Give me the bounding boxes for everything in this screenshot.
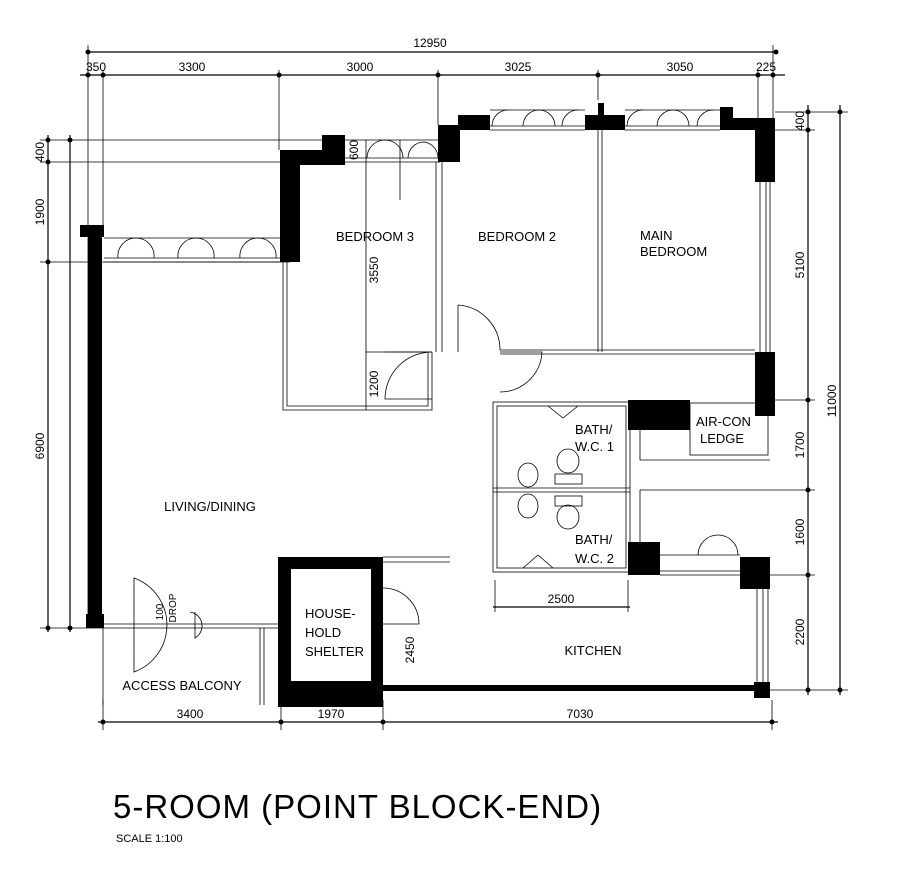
walls [80,103,775,707]
dim-right: 2200 [793,618,807,645]
room-household-shelter: HOLD [305,625,341,640]
dim-right: 400 [793,111,807,131]
room-access-balcony: ACCESS BALCONY [122,678,242,693]
dim-window-600: 600 [347,140,361,160]
drop-note: 100 [155,603,166,620]
dim-top: 3000 [347,60,374,74]
dim-total-height: 11000 [825,384,839,417]
dim-right: 1700 [793,431,807,458]
dim-left: 400 [33,142,47,162]
room-bath-2: BATH/ [575,532,613,547]
dim-top: 225 [756,60,776,74]
dim-bath-width: 2500 [548,592,575,606]
dim-right: 1600 [793,518,807,545]
room-living-dining: LIVING/DINING [164,499,256,514]
dim-top: 3050 [667,60,694,74]
plan-title: 5-ROOM (POINT BLOCK-END) [113,788,602,825]
dim-bottom: 1970 [318,707,345,721]
room-bath-1: BATH/ [575,422,613,437]
dim-top: 3300 [179,60,206,74]
dim-right: 5100 [793,251,807,278]
dim-bottom: 3400 [177,707,204,721]
dim-top: 350 [86,60,106,74]
room-aircon-ledge: AIR-CON [696,414,751,429]
room-main-bedroom: BEDROOM [640,244,707,259]
room-bedroom-2: BEDROOM 2 [478,229,556,244]
dim-left: 6900 [33,432,47,459]
dim-top: 3025 [505,60,532,74]
dim-left: 1900 [33,198,47,225]
room-household-shelter: HOUSE- [305,606,356,621]
dimension-lines [40,45,848,730]
room-household-shelter: SHELTER [305,644,364,659]
room-aircon-ledge: LEDGE [700,431,744,446]
room-main-bedroom: MAIN [640,228,673,243]
room-bath-2: W.C. 2 [575,551,614,566]
dim-shelter-depth: 2450 [403,636,417,663]
dim-bottom: 7030 [567,707,594,721]
room-bedroom-3: BEDROOM 3 [336,229,414,244]
room-labels: BEDROOM 3 BEDROOM 2 MAIN BEDROOM LIVING/… [122,228,750,693]
dim-total-width: 12950 [413,36,447,50]
drop-note: DROP [168,593,179,622]
room-kitchen: KITCHEN [564,643,621,658]
dim-bedroom3-lower: 1200 [367,370,381,397]
plan-scale: SCALE 1:100 [116,833,183,845]
dim-bedroom3-depth: 3550 [367,256,381,283]
room-bath-1: W.C. 1 [575,439,614,454]
